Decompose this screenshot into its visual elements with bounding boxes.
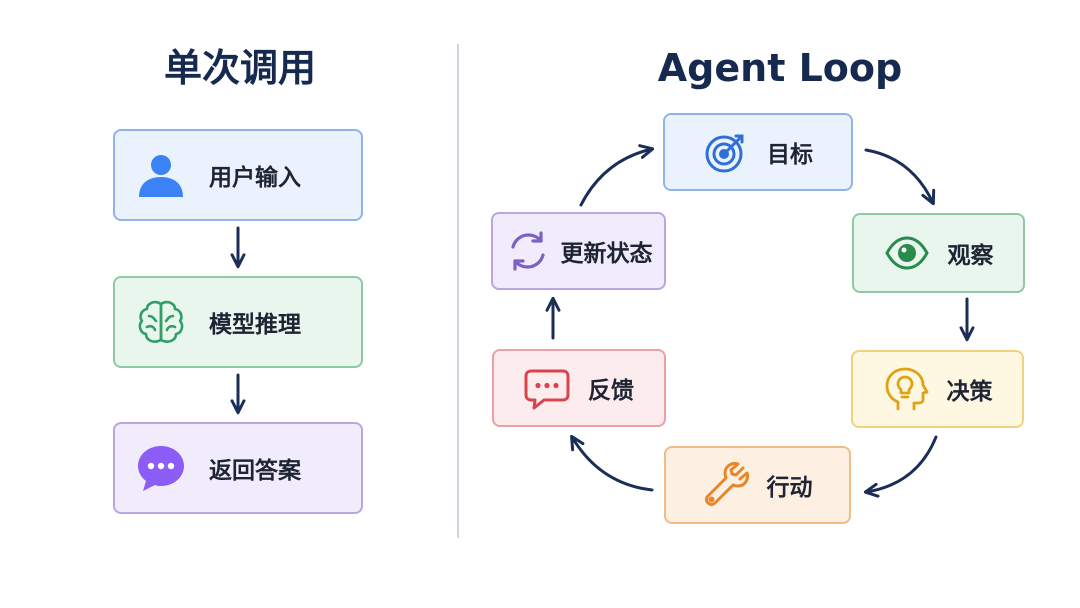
step-user-input: 用户输入: [113, 129, 363, 221]
loop-step-observe: 观察: [852, 213, 1025, 293]
user-icon: [135, 149, 187, 201]
wrench-icon: [703, 462, 749, 508]
step-model-reasoning: 模型推理: [113, 276, 363, 368]
arrow-goal-to-observe: [864, 148, 936, 206]
eye-icon: [884, 230, 930, 276]
step-label-return-answer: 返回答案: [209, 458, 301, 484]
step-label-user-input: 用户输入: [209, 165, 301, 191]
loop-label-decide: 决策: [946, 379, 993, 405]
refresh-icon: [505, 228, 551, 274]
arrow-decide-to-act: [863, 435, 938, 498]
single-call-title: 单次调用: [163, 46, 316, 90]
section-divider: [457, 44, 459, 538]
loop-step-act: 行动: [664, 446, 851, 524]
loop-label-update-state: 更新状态: [560, 241, 653, 267]
arrow-update-to-goal: [579, 144, 655, 207]
message-icon: [524, 365, 570, 411]
loop-label-act: 行动: [766, 475, 813, 501]
loop-step-update-state: 更新状态: [491, 212, 666, 290]
agent-loop-title: Agent Loop: [657, 46, 903, 90]
loop-label-goal: 目标: [767, 142, 813, 168]
loop-label-feedback: 反馈: [588, 378, 634, 404]
head-lightbulb-icon: [883, 366, 929, 412]
step-label-model-reasoning: 模型推理: [209, 312, 301, 338]
step-return-answer: 返回答案: [113, 422, 363, 514]
chat-bubble-icon: [135, 442, 187, 494]
loop-step-goal: 目标: [663, 113, 853, 191]
loop-step-decide: 决策: [851, 350, 1024, 428]
loop-step-feedback: 反馈: [492, 349, 666, 427]
brain-icon: [135, 296, 187, 348]
arrow-act-to-feedback: [570, 434, 654, 492]
target-icon: [703, 129, 749, 175]
loop-label-observe: 观察: [947, 243, 994, 269]
